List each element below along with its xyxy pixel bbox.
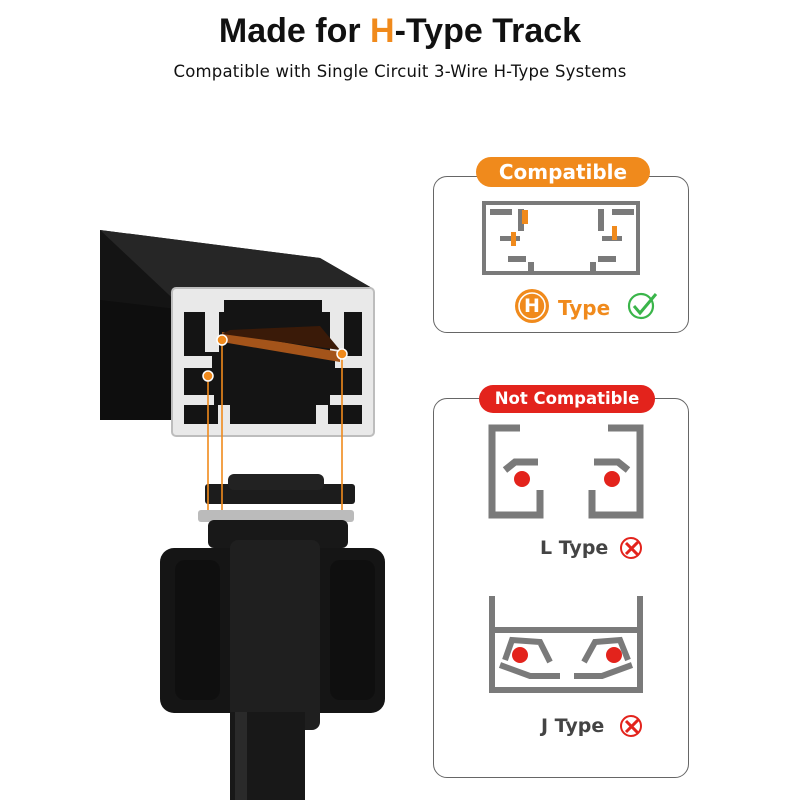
not-compatible-badge: Not Compatible	[479, 385, 655, 413]
l-type-label: L Type	[540, 537, 609, 559]
h-type-profile	[482, 201, 640, 275]
track-adapter	[160, 474, 385, 800]
x-circle-icon	[620, 715, 642, 737]
title-accent: H	[370, 12, 395, 50]
page-title: Made for H-Type Track	[0, 12, 800, 51]
contact-guides	[207, 342, 343, 510]
j-type-label: J Type	[541, 715, 605, 737]
x-circle-icon	[620, 537, 642, 559]
page-subtitle: Compatible with Single Circuit 3-Wire H-…	[173, 62, 627, 81]
l-type-profile	[488, 424, 644, 519]
h-type-letter: H	[524, 295, 540, 317]
track-rail	[100, 230, 375, 437]
l-type-contacts	[514, 471, 620, 487]
h-type-badge-icon	[515, 289, 549, 323]
title-pre: Made for	[218, 12, 371, 50]
contact-dots	[202, 334, 348, 382]
h-type-label: Type	[558, 296, 611, 320]
compatible-badge: Compatible	[476, 157, 650, 187]
title-post: -Type Track	[394, 12, 582, 50]
j-type-contacts	[512, 647, 622, 663]
check-circle-icon	[627, 292, 658, 320]
j-type-profile	[489, 596, 643, 693]
